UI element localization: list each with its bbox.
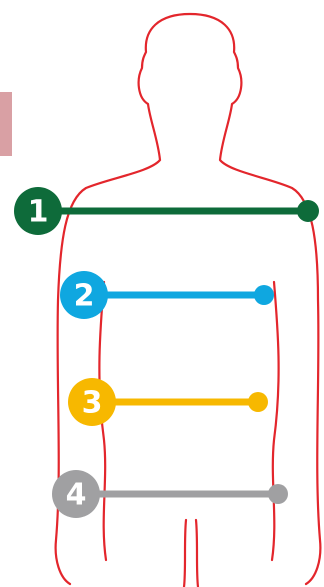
measurement-1-chest: 1 bbox=[14, 187, 319, 235]
measurement-2-end-dot bbox=[254, 285, 274, 305]
measurement-4-end-dot bbox=[268, 484, 288, 504]
measurement-3-number: 3 bbox=[82, 386, 103, 421]
measurement-2-waist: 2 bbox=[60, 271, 274, 319]
measurement-1-end-dot bbox=[297, 200, 319, 222]
measurement-4-thigh: 4 bbox=[52, 470, 288, 518]
measurement-1-number: 1 bbox=[28, 195, 49, 230]
measurement-3-hips: 3 bbox=[68, 378, 268, 426]
measurement-3-end-dot bbox=[248, 392, 268, 412]
measurement-2-number: 2 bbox=[74, 279, 95, 314]
measurement-4-number: 4 bbox=[66, 478, 87, 513]
